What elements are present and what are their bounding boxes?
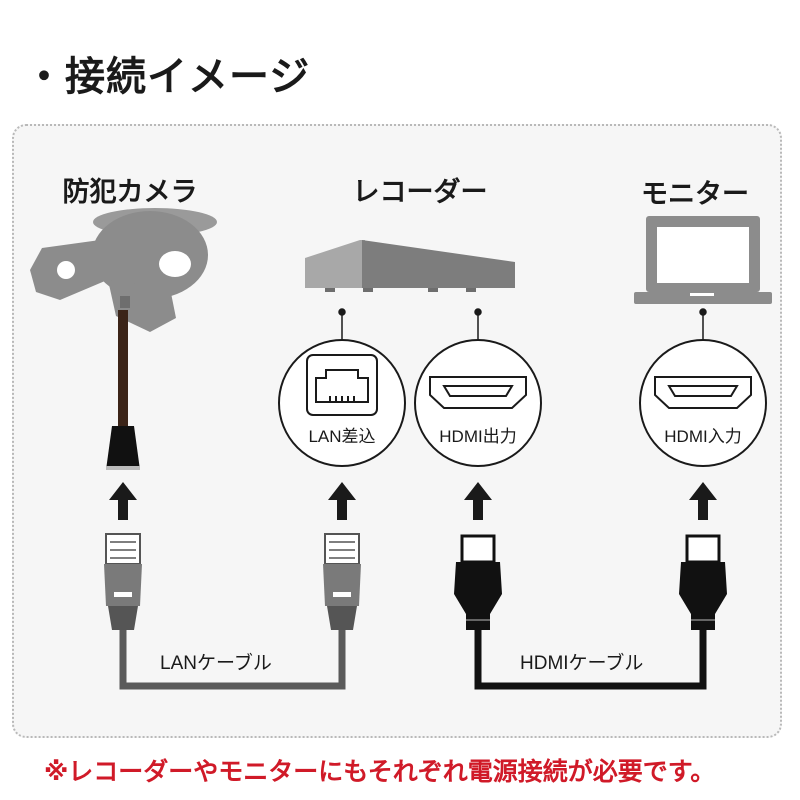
page-title: ・接続イメージ [24,54,311,100]
camera-cable [118,310,128,428]
hdmi-cable-label: HDMIケーブル [520,653,644,674]
lan-connector-right-icon [323,533,361,630]
hdmi-out-port-icon [429,376,527,409]
lan-cable [119,630,346,690]
lan-port-circle: LAN差込 [278,339,406,467]
recorder-icon [305,240,515,292]
arrow-up-icon [328,482,356,520]
lan-port-icon [306,354,378,416]
arrow-up-icon [464,482,492,520]
port-leader-lines [338,308,707,340]
hdmi-out-port-circle: HDMI出力 [414,339,542,467]
hdmi-in-port-circle: HDMI入力 [639,339,767,467]
security-camera-icon [30,208,217,332]
lan-port-label: LAN差込 [308,427,375,446]
camera-label: 防犯カメラ [62,177,198,208]
recorder-label: レコーダー [352,177,488,208]
hdmi-cable [474,630,707,690]
hdmi-connector-left-icon [454,534,502,630]
monitor-icon [634,216,772,304]
monitor-label: モニター [641,179,749,210]
arrow-up-icon [109,482,137,520]
power-note: ※レコーダーやモニターにもそれぞれ電源接続が必要です。 [44,757,716,786]
hdmi-in-port-icon [654,376,752,409]
hdmi-connector-right-icon [679,534,727,630]
lan-connector-left-icon [104,533,142,630]
hdmi-out-port-label: HDMI出力 [439,427,516,446]
lan-cable-label: LANケーブル [160,653,272,674]
arrow-up-icon [689,482,717,520]
hdmi-in-port-label: HDMI入力 [664,427,741,446]
camera-lan-jack [106,426,140,470]
